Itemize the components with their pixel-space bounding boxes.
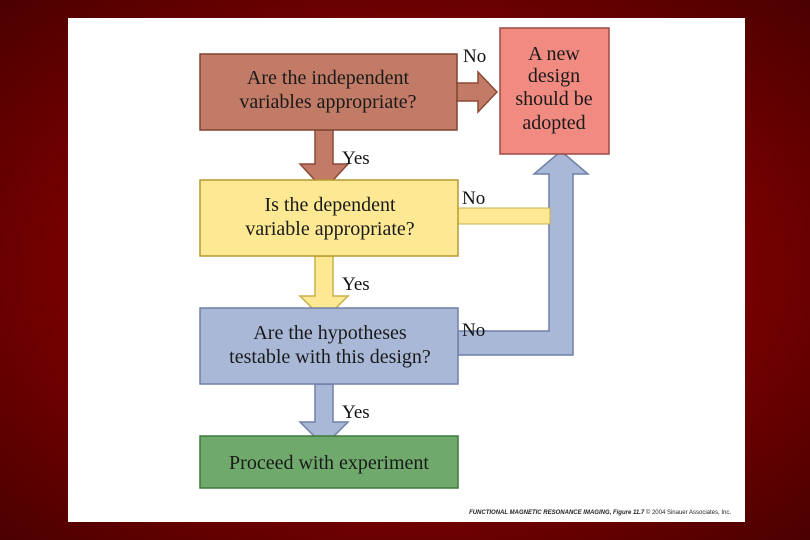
slide: Are the independent variables appropriat… <box>68 18 745 522</box>
box-new-design: A new design should be adopted <box>499 27 610 155</box>
q1-yes-arrow <box>298 129 350 192</box>
blue-feedback-path <box>457 150 591 356</box>
new-design-line-3: should be <box>515 88 592 110</box>
box-independent-variables: Are the independent variables appropriat… <box>199 53 458 131</box>
q1-line-2: variables appropriate? <box>239 91 416 113</box>
q2-no-connector <box>457 207 551 225</box>
new-design-line-2: design <box>528 65 580 87</box>
caption-figure: FUNCTIONAL MAGNETIC RESONANCE IMAGING, F… <box>469 510 645 516</box>
q3-no-label: No <box>462 320 485 341</box>
box-dependent-variable: Is the dependent variable appropriate? <box>199 179 459 257</box>
box-hypotheses: Are the hypotheses testable with this de… <box>199 307 459 385</box>
caption-credit: © 2004 Sinauer Associates, Inc. <box>645 510 731 516</box>
figure-caption: FUNCTIONAL MAGNETIC RESONANCE IMAGING, F… <box>469 510 731 516</box>
new-design-line-1: A new <box>528 43 580 65</box>
new-design-line-4: adopted <box>522 112 585 134</box>
q1-yes-label: Yes <box>342 148 370 169</box>
q2-line-2: variable appropriate? <box>245 218 414 240</box>
q1-no-arrow <box>455 70 499 114</box>
q3-yes-label: Yes <box>342 402 370 423</box>
box-proceed: Proceed with experiment <box>199 435 459 489</box>
q3-yes-arrow <box>298 383 350 448</box>
q2-yes-label: Yes <box>342 274 370 295</box>
q1-no-label: No <box>463 46 486 67</box>
q2-no-label: No <box>462 188 485 209</box>
q1-line-1: Are the independent <box>247 67 410 89</box>
q2-line-1: Is the dependent <box>264 194 396 216</box>
flowchart: Are the independent variables appropriat… <box>199 27 610 489</box>
q3-line-1: Are the hypotheses <box>253 322 407 344</box>
proceed-label: Proceed with experiment <box>229 452 429 474</box>
q3-line-2: testable with this design? <box>229 346 431 368</box>
